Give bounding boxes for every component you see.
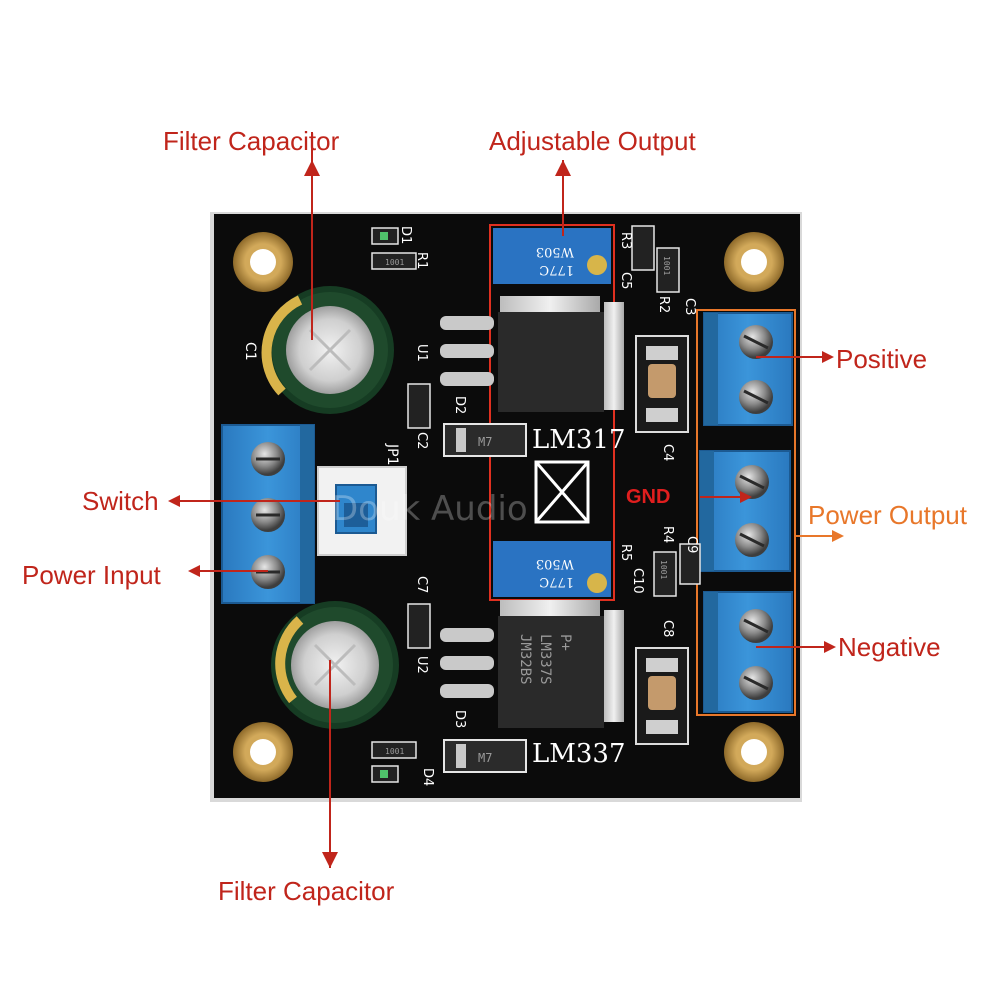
silk-d3: D3 bbox=[452, 710, 467, 728]
silk-u1: U1 bbox=[414, 344, 429, 362]
input-terminal-block bbox=[221, 424, 315, 604]
resistor-r2-marking: 1001 bbox=[662, 256, 671, 275]
diode-d2: M7 bbox=[443, 423, 527, 457]
silk-r2: R2 bbox=[656, 296, 671, 313]
silk-c7: C7 bbox=[414, 576, 429, 593]
resistor-r5 bbox=[679, 543, 701, 585]
trimmer-top-code: 177C bbox=[539, 262, 574, 277]
component-u2-leads bbox=[440, 628, 494, 698]
capacitor-c1 bbox=[261, 286, 394, 414]
silk-d2: D2 bbox=[452, 396, 467, 414]
label-negative: Negative bbox=[838, 632, 941, 662]
silk-c8: C8 bbox=[660, 620, 675, 637]
silk-c3: C3 bbox=[682, 298, 697, 315]
label-filter-capacitor-top: Filter Capacitor bbox=[163, 126, 340, 156]
diode-d3: M7 bbox=[443, 739, 527, 773]
resistor-r1: 1001 bbox=[371, 252, 417, 270]
resistor-r3 bbox=[631, 225, 655, 271]
silk-d4: D4 bbox=[420, 768, 435, 786]
output-terminal-positive bbox=[703, 312, 793, 426]
resistor-r2: 1001 bbox=[656, 247, 680, 293]
silk-r3: R3 bbox=[618, 232, 633, 249]
silk-u2: U2 bbox=[414, 656, 429, 674]
silk-r4: R4 bbox=[660, 526, 675, 543]
resistor-r4-marking: 1001 bbox=[659, 560, 668, 579]
arrow-head-filter-cap-top bbox=[304, 160, 320, 176]
output-terminal-negative bbox=[703, 591, 793, 713]
silk-c5: C5 bbox=[618, 272, 633, 289]
led-d4 bbox=[371, 765, 399, 783]
led-d1 bbox=[371, 227, 399, 245]
capacitor-c4 bbox=[635, 335, 689, 433]
mounting-hole-top-right bbox=[724, 232, 784, 292]
regulator-lm317 bbox=[498, 296, 624, 412]
silk-c9: C9 bbox=[684, 536, 699, 553]
silk-r1: R1 bbox=[414, 252, 429, 269]
resistor-r6: 1001 bbox=[371, 741, 417, 759]
component-u1-leads bbox=[440, 316, 494, 386]
capacitor-c6 bbox=[271, 601, 399, 729]
trimmer-bottom: 177C W503 bbox=[493, 541, 611, 597]
capacitor-c8 bbox=[635, 647, 689, 745]
mounting-hole-top-left bbox=[233, 232, 293, 292]
diode-d3-marking: M7 bbox=[478, 751, 492, 765]
resistor-r4: 1001 bbox=[653, 551, 677, 597]
lm337-marking-line2: LM337S bbox=[537, 634, 553, 685]
arrow-head-adjustable-output bbox=[555, 160, 571, 176]
capacitor-c2 bbox=[407, 383, 431, 429]
output-terminal-gnd bbox=[699, 450, 791, 572]
label-power-output: Power Output bbox=[808, 500, 967, 530]
silk-d1: D1 bbox=[398, 226, 413, 244]
silk-c2: C2 bbox=[414, 432, 429, 449]
resistor-r6-marking: 1001 bbox=[385, 747, 404, 756]
ground-marker bbox=[534, 460, 590, 524]
trimmer-bottom-value: W503 bbox=[536, 556, 574, 571]
regulator-lm337: JM32BS LM337S P+ bbox=[498, 600, 624, 728]
trimmer-bottom-code: 177C bbox=[539, 574, 574, 589]
silk-c4: C4 bbox=[660, 444, 675, 461]
label-switch: Switch bbox=[82, 486, 159, 516]
arrow-head-filter-cap-bottom bbox=[322, 852, 338, 868]
label-power-input: Power Input bbox=[22, 560, 161, 590]
trimmer-top: 177C W503 bbox=[493, 228, 611, 284]
label-filter-capacitor-bottom: Filter Capacitor bbox=[218, 876, 395, 906]
label-positive: Positive bbox=[836, 344, 928, 374]
silk-r5: R5 bbox=[618, 544, 633, 561]
lm337-marking-line1: JM32BS bbox=[517, 634, 533, 685]
switch-jp1 bbox=[317, 466, 407, 556]
mounting-hole-bottom-right bbox=[724, 722, 784, 782]
trimmer-top-value: W503 bbox=[536, 244, 574, 259]
watermark: Douk Audio bbox=[332, 489, 528, 529]
mounting-hole-bottom-left bbox=[233, 722, 293, 782]
capacitor-c7 bbox=[407, 603, 431, 649]
silk-c10: C10 bbox=[630, 568, 645, 594]
silk-lm337: LM337 bbox=[532, 739, 626, 769]
label-adjustable-output: Adjustable Output bbox=[489, 126, 696, 156]
resistor-r1-marking: 1001 bbox=[385, 258, 404, 267]
lm337-marking-line3: P+ bbox=[557, 634, 573, 651]
silk-jp1: JP1 bbox=[384, 443, 400, 465]
silk-lm317: LM317 bbox=[532, 425, 626, 455]
diode-d2-marking: M7 bbox=[478, 435, 492, 449]
silk-c1: C1 bbox=[242, 342, 258, 361]
label-gnd: GND bbox=[626, 486, 671, 508]
power-output-outline bbox=[696, 309, 796, 716]
